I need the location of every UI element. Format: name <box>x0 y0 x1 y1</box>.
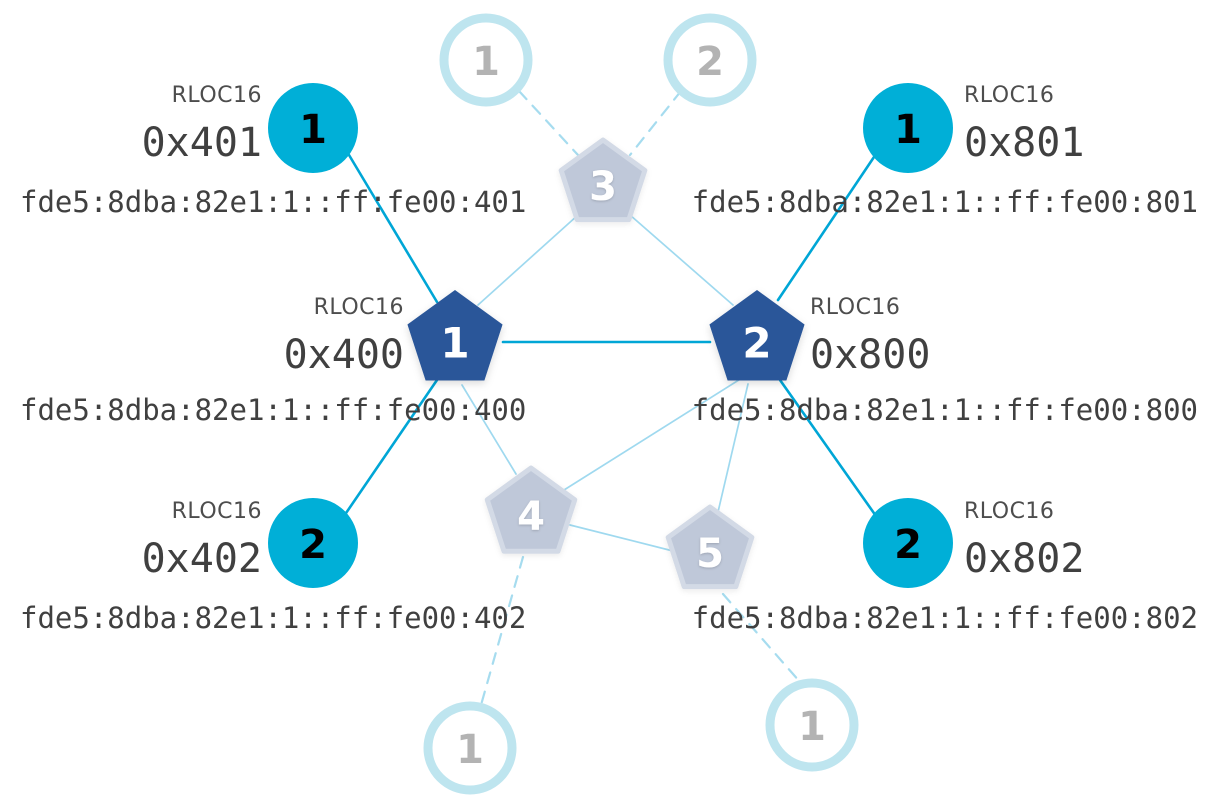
end-device-node-0x401[interactable]: 1 <box>268 83 358 173</box>
ipv6-address: fde5:8dba:82e1:1::ff:fe00:801 <box>692 185 1198 219</box>
end-device-numeral: 1 <box>894 107 922 153</box>
rloc16-caption: RLOC16 <box>964 83 1054 108</box>
end-device-numeral: 2 <box>894 522 922 568</box>
rloc16-value: 0x802 <box>964 536 1084 582</box>
router-node-0x400[interactable]: 1 <box>407 290 503 381</box>
faded-router-node[interactable]: 4 <box>484 465 578 554</box>
link-faded <box>461 384 517 475</box>
faded-end-device-ring <box>439 13 533 107</box>
end-device-circle <box>863 498 953 588</box>
rloc16-value: 0x800 <box>810 332 930 378</box>
link-faded <box>717 383 749 513</box>
rloc16-value: 0x801 <box>964 120 1084 166</box>
router-pentagon <box>709 290 805 381</box>
faded-end-devices-group: 1 2 1 1 <box>423 13 859 795</box>
rloc16-caption: RLOC16 <box>810 295 900 320</box>
rloc16-caption: RLOC16 <box>964 499 1054 524</box>
rloc16-caption: RLOC16 <box>314 295 404 320</box>
faded-router-numeral: 4 <box>517 494 545 540</box>
router-numeral: 2 <box>742 319 771 368</box>
faded-end-device-node[interactable]: 2 <box>663 13 757 107</box>
link-dashed <box>628 89 683 157</box>
router-node-0x800[interactable]: 2 <box>709 290 805 381</box>
end-device-circle <box>268 83 358 173</box>
faded-end-device-node[interactable]: 1 <box>439 13 533 107</box>
end-device-circle <box>863 83 953 173</box>
faded-end-device-numeral: 1 <box>798 704 826 750</box>
ipv6-address: fde5:8dba:82e1:1::ff:fe00:401 <box>20 185 526 219</box>
link-dashed <box>721 592 802 684</box>
router-numeral: 1 <box>440 319 469 368</box>
dashed-edges-group <box>479 89 802 707</box>
ipv6-address: fde5:8dba:82e1:1::ff:fe00:400 <box>20 393 526 427</box>
link-faded <box>563 377 743 491</box>
router-pentagon <box>407 290 503 381</box>
faded-end-device-numeral: 2 <box>696 39 724 85</box>
faded-router-numeral: 5 <box>696 531 724 577</box>
faded-edges-group <box>461 214 749 552</box>
faded-router-pentagon <box>484 465 578 554</box>
end-device-numeral: 2 <box>299 522 327 568</box>
faded-router-node[interactable]: 5 <box>665 504 755 590</box>
link-dashed <box>517 89 580 157</box>
faded-router-numeral: 3 <box>589 164 617 210</box>
rloc16-value: 0x401 <box>142 120 262 166</box>
link-faded <box>629 214 734 306</box>
faded-end-device-numeral: 1 <box>456 727 484 773</box>
faded-end-device-numeral: 1 <box>472 39 500 85</box>
ipv6-address: fde5:8dba:82e1:1::ff:fe00:402 <box>20 601 526 635</box>
link-faded <box>569 524 674 552</box>
faded-routers-group: 3 4 5 <box>484 137 755 590</box>
rloc16-value: 0x402 <box>142 536 262 582</box>
faded-router-pentagon <box>558 137 648 223</box>
end-device-node-0x802[interactable]: 2 <box>863 498 953 588</box>
rloc16-value: 0x400 <box>284 332 404 378</box>
end-device-numeral: 1 <box>299 107 327 153</box>
faded-end-device-ring <box>663 13 757 107</box>
faded-end-device-node[interactable]: 1 <box>423 701 517 795</box>
faded-end-device-ring <box>423 701 517 795</box>
link-dashed <box>479 555 525 707</box>
link-active <box>778 378 878 518</box>
ipv6-address: fde5:8dba:82e1:1::ff:fe00:800 <box>692 393 1198 427</box>
end-device-circle <box>268 498 358 588</box>
end-device-node-0x402[interactable]: 2 <box>268 498 358 588</box>
faded-router-pentagon <box>665 504 755 590</box>
faded-end-device-node[interactable]: 1 <box>765 678 859 772</box>
link-active <box>347 153 439 304</box>
faded-router-node[interactable]: 3 <box>558 137 648 223</box>
link-active <box>776 155 876 302</box>
ipv6-address: fde5:8dba:82e1:1::ff:fe00:802 <box>692 601 1198 635</box>
link-faded <box>477 214 579 306</box>
strong-edges-group <box>342 153 878 518</box>
link-active <box>342 378 439 518</box>
node-labels-group: RLOC160x401fde5:8dba:82e1:1::ff:fe00:401… <box>20 83 1198 635</box>
end-device-node-0x801[interactable]: 1 <box>863 83 953 173</box>
faded-end-device-ring <box>765 678 859 772</box>
rloc16-caption: RLOC16 <box>172 83 262 108</box>
rloc16-caption: RLOC16 <box>172 499 262 524</box>
